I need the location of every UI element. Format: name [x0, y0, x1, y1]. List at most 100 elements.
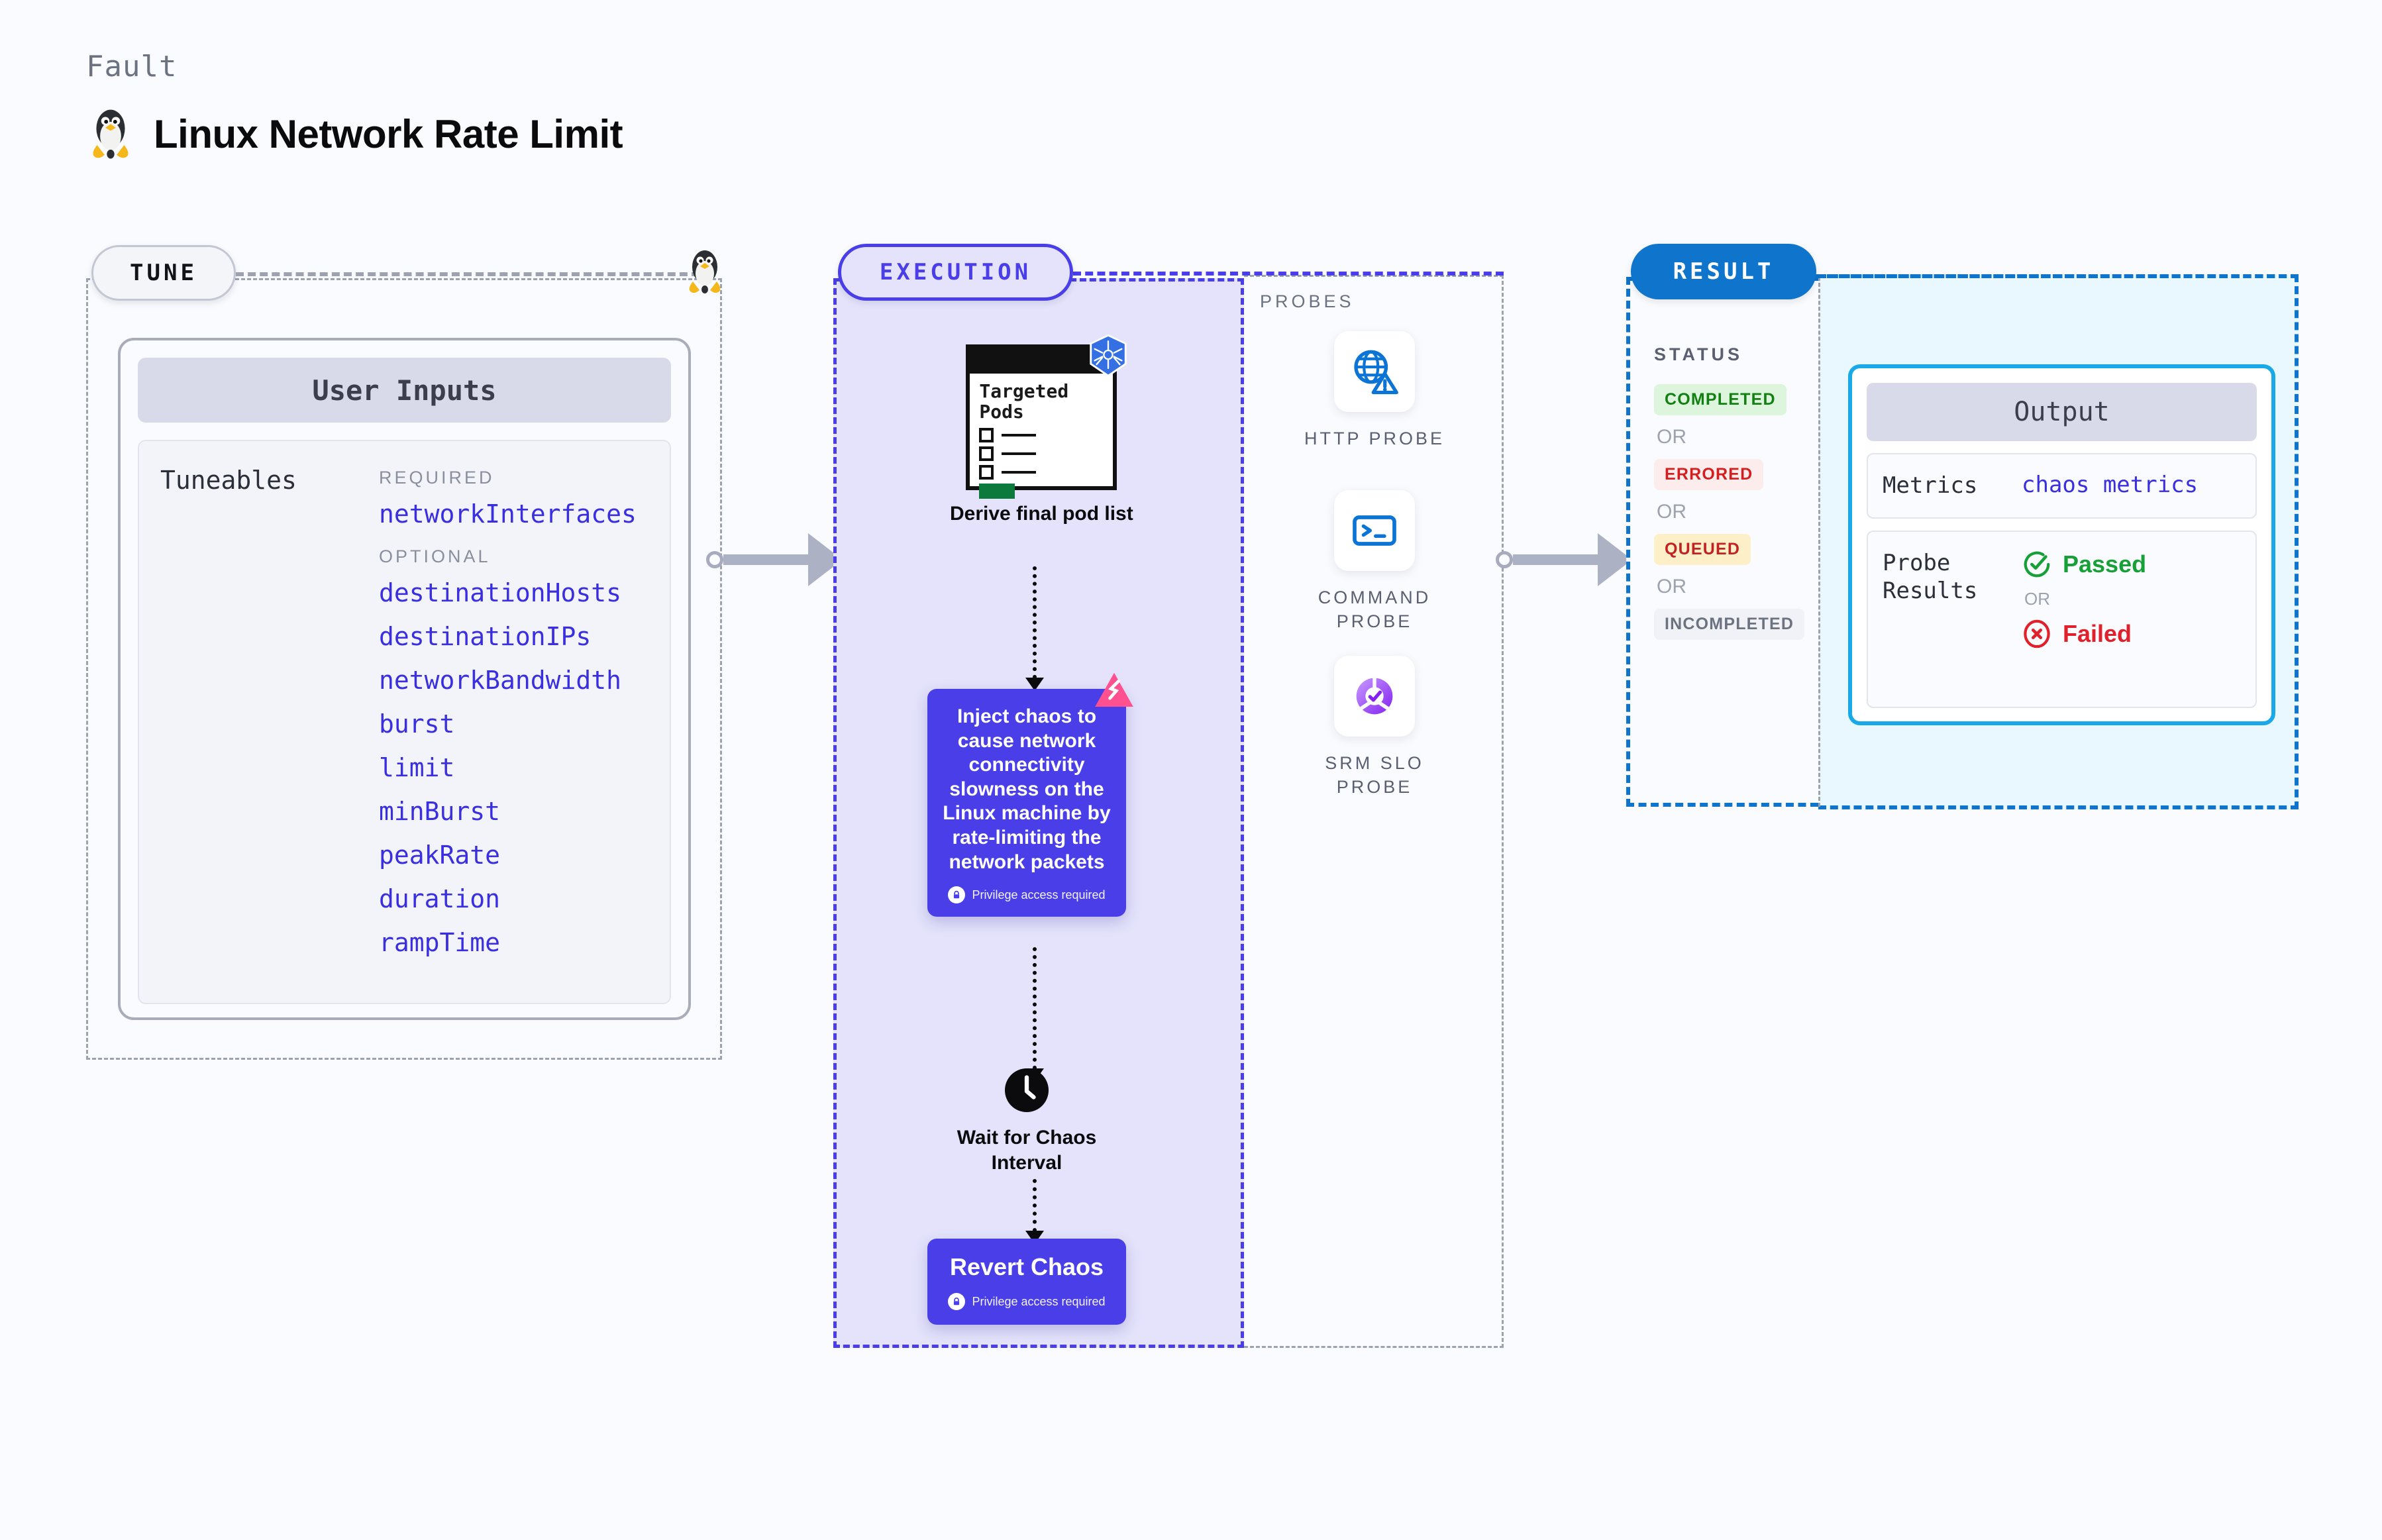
arrow-line	[1033, 1179, 1037, 1232]
lock-icon	[948, 1293, 966, 1310]
tune-pill[interactable]: TUNE	[91, 245, 236, 301]
tune-connector-dash	[236, 272, 699, 276]
pods-checklist	[970, 423, 1113, 480]
pods-checkbox	[979, 446, 994, 461]
arrow-line	[1033, 947, 1037, 1070]
tuneable-networkbandwidth[interactable]: networkBandwidth	[379, 666, 622, 695]
revert-chaos-text: Revert Chaos	[949, 1253, 1104, 1280]
targeted-pods-node: Targeted Pods Derive final pod list	[950, 334, 1133, 526]
globe-warning-icon	[1334, 331, 1415, 412]
tuneable-destinationhosts[interactable]: destinationHosts	[379, 578, 622, 607]
probe-result-failed: Failed	[2022, 619, 2146, 649]
output-metrics-value[interactable]: chaos metrics	[2022, 472, 2199, 498]
litmuschaos-icon	[1095, 672, 1133, 707]
probe-command[interactable]: COMMAND PROBE	[1298, 490, 1451, 634]
status-label: STATUS	[1654, 344, 1743, 364]
probe-results-key-line2: Results	[1883, 578, 1978, 604]
probe-result-or: OR	[2024, 588, 2050, 609]
tuneable-minburst[interactable]: minBurst	[379, 797, 501, 826]
connector-dot	[706, 551, 723, 568]
connector-dot	[1496, 551, 1513, 568]
privilege-note-text: Privilege access required	[972, 888, 1106, 901]
probe-results-key-line1: Probe	[1883, 549, 1951, 576]
privilege-note-text: Privilege access required	[972, 1294, 1106, 1308]
probe-http[interactable]: HTTP PROBE	[1298, 331, 1451, 450]
probes-section	[1244, 275, 1504, 1348]
status-badge-incompleted: INCOMPLETED	[1654, 609, 1805, 640]
tuneables-list: REQUIRED networkInterfaces OPTIONAL dest…	[379, 468, 637, 983]
probe-result-failed-label: Failed	[2063, 619, 2132, 647]
wait-caption-line1: Wait for Chaos	[957, 1127, 1097, 1149]
user-inputs-title: User Inputs	[138, 358, 671, 423]
probe-result-passed-label: Passed	[2063, 550, 2147, 578]
output-probe-results-row: Probe Results Passed OR Fai	[1867, 530, 2257, 708]
execution-connector-dash	[1073, 272, 1504, 276]
fault-kicker: Fault	[86, 50, 178, 83]
result-connector-dash	[1815, 274, 2299, 278]
result-pill[interactable]: RESULT	[1631, 244, 1816, 299]
tuneable-ramptime[interactable]: rampTime	[379, 928, 501, 957]
pods-line	[1002, 452, 1037, 455]
status-list: COMPLETED OR ERRORED OR QUEUED OR INCOMP…	[1654, 384, 1813, 640]
probe-http-label: HTTP PROBE	[1304, 429, 1445, 448]
arrow-line	[1033, 566, 1037, 679]
output-metrics-row: Metrics chaos metrics	[1867, 453, 2257, 519]
tuneables-label: Tuneables	[160, 466, 297, 495]
pods-line	[1002, 470, 1037, 474]
probe-result-passed: Passed	[2022, 549, 2146, 580]
page-title: Linux Network Rate Limit	[86, 106, 623, 162]
pods-progress-bar	[979, 483, 1015, 499]
pods-card-title-line1: Targeted	[979, 380, 1069, 402]
terminal-icon	[1334, 490, 1415, 571]
probe-srm-slo[interactable]: SRM SLO PROBE	[1298, 656, 1451, 799]
status-or: OR	[1657, 501, 1686, 523]
pods-checkbox	[979, 464, 994, 480]
pods-card-title-line2: Pods	[979, 400, 1024, 423]
user-inputs-card: User Inputs Tuneables REQUIRED networkIn…	[118, 338, 691, 1020]
tuneable-burst[interactable]: burst	[379, 709, 455, 739]
wait-caption-line2: Interval	[991, 1152, 1062, 1174]
privilege-note: Privilege access required	[948, 1293, 1106, 1310]
output-title: Output	[1867, 383, 2257, 441]
check-circle-icon	[2024, 551, 2050, 577]
clock-icon	[1005, 1068, 1049, 1112]
tuneable-peakrate[interactable]: peakRate	[379, 841, 501, 870]
connector-line	[723, 554, 809, 565]
tuneable-duration[interactable]: duration	[379, 884, 501, 913]
pods-card-topbar	[970, 348, 1113, 374]
probe-command-label: COMMAND PROBE	[1318, 588, 1431, 632]
targeted-pods-card: Targeted Pods	[966, 334, 1127, 499]
probe-srm-slo-label: SRM SLO PROBE	[1325, 753, 1424, 797]
result-divider-dash	[1818, 277, 1820, 807]
arrow-head	[1025, 678, 1044, 691]
revert-chaos-card[interactable]: Revert Chaos Privilege access required	[927, 1239, 1126, 1325]
status-badge-errored: ERRORED	[1654, 459, 1764, 490]
page-title-text: Linux Network Rate Limit	[154, 111, 623, 156]
connector-line	[1513, 554, 1599, 565]
status-or: OR	[1657, 426, 1686, 448]
tuneable-destinationips[interactable]: destinationIPs	[379, 622, 592, 651]
arrow-chaos-to-wait	[1025, 947, 1044, 1082]
inject-chaos-card[interactable]: Inject chaos to cause network connectivi…	[927, 672, 1133, 917]
inject-chaos-text: Inject chaos to cause network connectivi…	[943, 705, 1111, 873]
derive-pod-list-caption: Derive final pod list	[950, 503, 1133, 525]
lock-icon	[948, 886, 966, 904]
output-metrics-key: Metrics	[1883, 472, 1978, 499]
tuneable-limit[interactable]: limit	[379, 753, 455, 782]
slo-gauge-icon	[1334, 656, 1415, 737]
output-card: Output Metrics chaos metrics Probe Resul…	[1848, 364, 2275, 725]
wait-for-chaos-node: Wait for Chaos Interval	[947, 1066, 1106, 1175]
tuneables-group-optional-label: OPTIONAL	[379, 546, 491, 566]
arrow-pods-to-chaos	[1025, 566, 1044, 691]
linux-penguin-icon	[689, 250, 721, 293]
tuneable-networkinterfaces[interactable]: networkInterfaces	[379, 499, 637, 529]
status-badge-queued: QUEUED	[1654, 534, 1751, 565]
kubernetes-icon	[1090, 334, 1127, 378]
probes-section-label: PROBES	[1260, 291, 1355, 311]
arrow-wait-to-revert	[1025, 1179, 1044, 1244]
execution-pill[interactable]: EXECUTION	[838, 244, 1073, 301]
status-or: OR	[1657, 576, 1686, 597]
pods-line	[1002, 433, 1037, 436]
tuneables-group-required-label: REQUIRED	[379, 468, 495, 488]
